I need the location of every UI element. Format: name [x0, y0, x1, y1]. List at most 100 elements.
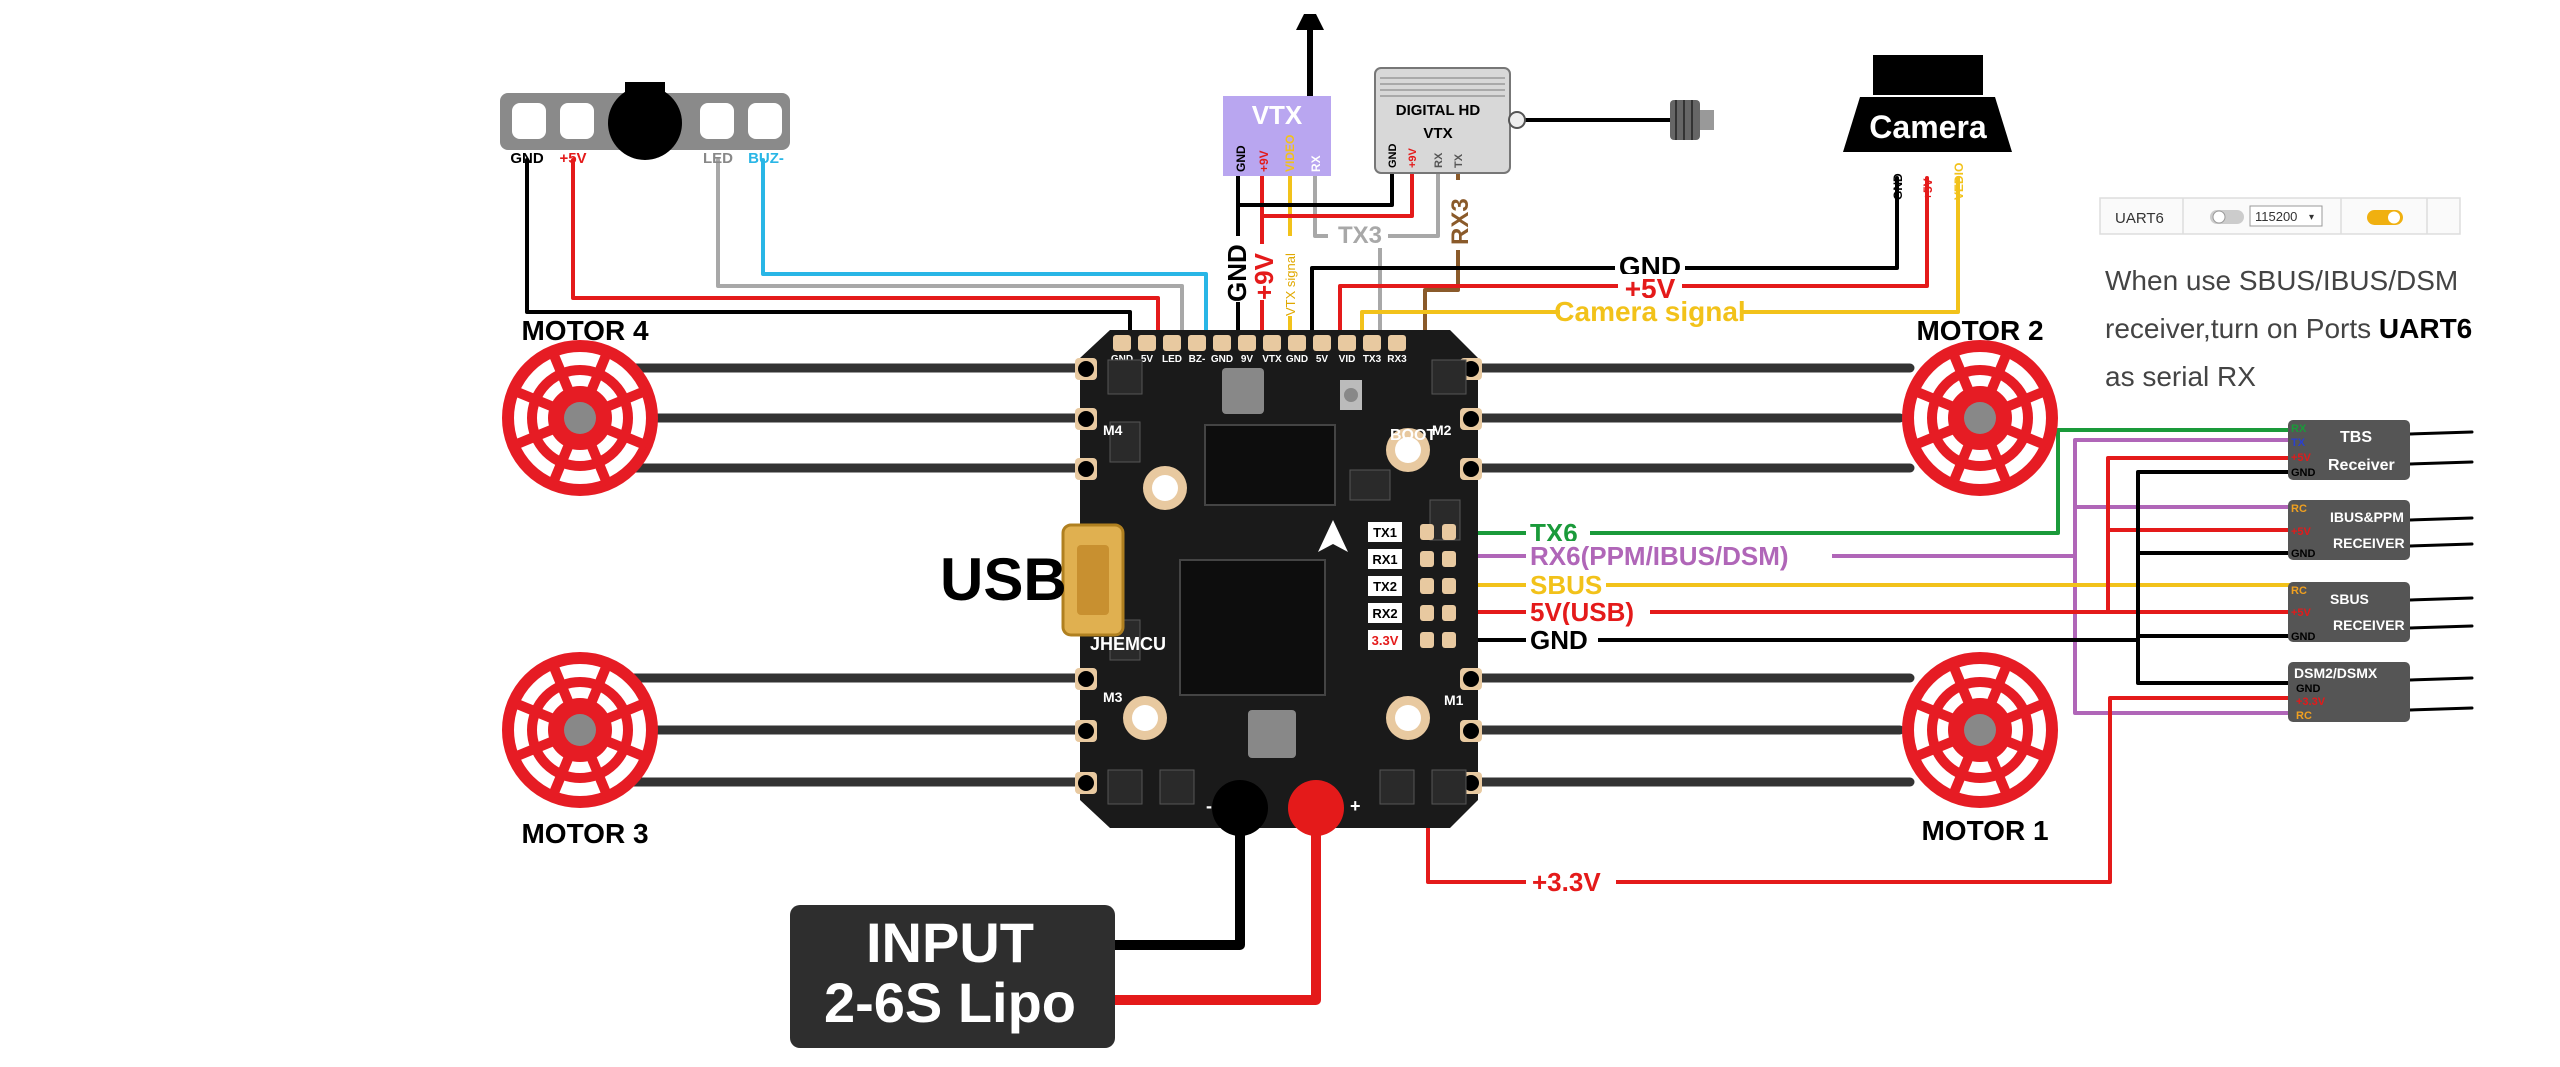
fc-top-pad-label: GND	[1286, 354, 1308, 365]
top-wire-labels: TX3 RX3 GND +9V VTX signal GND +5V Camer…	[1222, 180, 1746, 327]
fc-side-pad-label: RX1	[1372, 552, 1397, 567]
fc-top-pad-label: BZ-	[1189, 354, 1206, 365]
receivers: TBS Receiver RX TX +5V GND IBUS&PPM RECE…	[2288, 420, 2410, 722]
fc-side-pad-tag	[1368, 576, 1402, 596]
fc-m4-label: M4	[1103, 422, 1123, 438]
fc-side-pad-tag	[1368, 630, 1402, 650]
fc-top-pad-label: VID	[1339, 354, 1356, 365]
sbus-line2: RECEIVER	[2333, 617, 2405, 633]
vtx-pin-rx: RX	[1309, 155, 1323, 172]
wire-dsm-out1	[2408, 676, 2474, 682]
buzzer-pin-buz: BUZ-	[748, 150, 784, 167]
wire-tbs-out1	[2408, 430, 2474, 436]
motor-2-icon	[1902, 340, 2058, 496]
fc-side-pad	[1442, 578, 1456, 594]
label-rx3: RX3	[1447, 198, 1474, 245]
vtx-title: VTX	[1252, 100, 1303, 130]
wire-sbus-out1	[2408, 596, 2474, 602]
fc-mount-holes	[1123, 428, 1430, 740]
sbus-pin-5v: +5V	[2291, 607, 2312, 619]
fc-side-pad-tag	[1368, 603, 1402, 623]
label-9v: +9V	[1249, 252, 1279, 300]
sbus-line1: SBUS	[2330, 591, 2369, 607]
buzzer-pin-led: LED	[703, 150, 733, 167]
camera-lens	[1873, 55, 1983, 95]
wire-gnd-rx	[1468, 470, 2292, 642]
fc-top-pad	[1238, 335, 1256, 351]
fc-top-pad-label: VTX	[1262, 354, 1282, 365]
dvtx-pin-9v: +9V	[1407, 147, 1419, 168]
ibus-line2: RECEIVER	[2333, 535, 2405, 551]
motor-4-icon	[502, 340, 658, 496]
wire-buzzer-5v	[571, 158, 1160, 342]
fc-side-pad	[1420, 524, 1434, 540]
fc-top-pad	[1113, 335, 1131, 351]
fc-mcu-chip	[1179, 559, 1326, 696]
fc-top-pad	[1388, 335, 1406, 351]
receiver-tbs: TBS Receiver RX TX +5V GND	[2288, 420, 2410, 480]
fc-minus-label: -	[1206, 796, 1212, 816]
config-note-line2: receiver,turn on Ports UART6	[2105, 313, 2472, 344]
dsm-line1: DSM2/DSMX	[2294, 665, 2378, 681]
camera-module: Camera GND +5V VEDIO	[1843, 55, 2012, 200]
wires	[525, 27, 2474, 1005]
wire-camera-gnd	[1310, 176, 1899, 342]
camera-pin-5v: +5V	[1921, 178, 1935, 200]
fc-m3-label: M3	[1103, 689, 1123, 705]
analog-vtx: VTX GND +9V VIDEO RX	[1223, 14, 1331, 176]
config-port-name: UART6	[2115, 210, 2164, 227]
usb-label: USB	[940, 546, 1067, 613]
ibus-pin-gnd: GND	[2291, 548, 2316, 560]
tbs-line2: Receiver	[2328, 457, 2395, 474]
fc-side-pad	[1420, 632, 1434, 648]
dvtx-pin-rx: RX	[1433, 152, 1445, 168]
motor-1-icon	[1902, 652, 2058, 808]
wire-buzzer-buz	[761, 158, 1208, 342]
fc-side-pad	[1420, 551, 1434, 567]
wire-dsm-out2	[2408, 706, 2474, 712]
fc-top-pad-label: 5V	[1141, 354, 1154, 365]
wire-rx6-dsm	[2073, 554, 2292, 715]
fc-side-pad-tag	[1368, 522, 1402, 542]
buzzer-pin-gnd: GND	[510, 150, 544, 167]
buzzer-pin-5v: +5V	[559, 150, 586, 167]
chevron-down-icon: ▾	[2309, 212, 2314, 223]
fc-top-pad-label: LED	[1162, 354, 1182, 365]
label-gnd-vtx: GND	[1222, 244, 1252, 302]
serial-rx-toggle[interactable]	[2367, 210, 2403, 225]
buzzer-led-1	[512, 103, 546, 139]
wire-ibus-out2	[2408, 542, 2474, 548]
fc-top-pad-label: 5V	[1316, 354, 1329, 365]
dvtx-antenna-icon	[1670, 100, 1714, 140]
dvtx-title-line2: VTX	[1423, 125, 1452, 142]
fc-inductor-bottom	[1248, 710, 1296, 758]
fc-top-pad	[1288, 335, 1306, 351]
fc-side-pad	[1442, 524, 1456, 540]
motors	[502, 340, 2058, 808]
fc-brand: JHEMCU	[1090, 634, 1166, 654]
ibus-pin-rc: RC	[2291, 503, 2307, 515]
receiver-sbus: SBUS RECEIVER RC +5V GND	[2288, 582, 2410, 643]
fc-chip-2	[1204, 424, 1336, 506]
fc-top-pad	[1163, 335, 1181, 351]
msp-toggle[interactable]	[2210, 210, 2244, 224]
wire-battery-neg	[1105, 795, 1245, 950]
vtx-pin-9v: +9V	[1257, 150, 1271, 172]
fc-top-pad	[1263, 335, 1281, 351]
digital-vtx: DIGITAL HD VTX GND +9V RX TX	[1374, 67, 1714, 174]
wire-dvtx-gnd	[1236, 168, 1394, 207]
fc-top-pad-label: TX3	[1363, 354, 1382, 365]
wire-tx6	[1468, 428, 2292, 535]
config-note-line1: When use SBUS/IBUS/DSM	[2105, 265, 2458, 296]
fc-top-pad	[1338, 335, 1356, 351]
motor-1-label: MOTOR 1	[1921, 815, 2048, 846]
fc-m2-label: M2	[1432, 422, 1452, 438]
baud-value: 115200	[2255, 209, 2297, 224]
wire-dvtx-rx	[1378, 168, 1440, 238]
fc-top-pad-label: GND	[1211, 354, 1233, 365]
baud-select[interactable]: 115200 ▾	[2249, 205, 2323, 227]
dvtx-connector	[1508, 111, 1526, 129]
fc-side-pad-label: TX2	[1373, 579, 1397, 594]
